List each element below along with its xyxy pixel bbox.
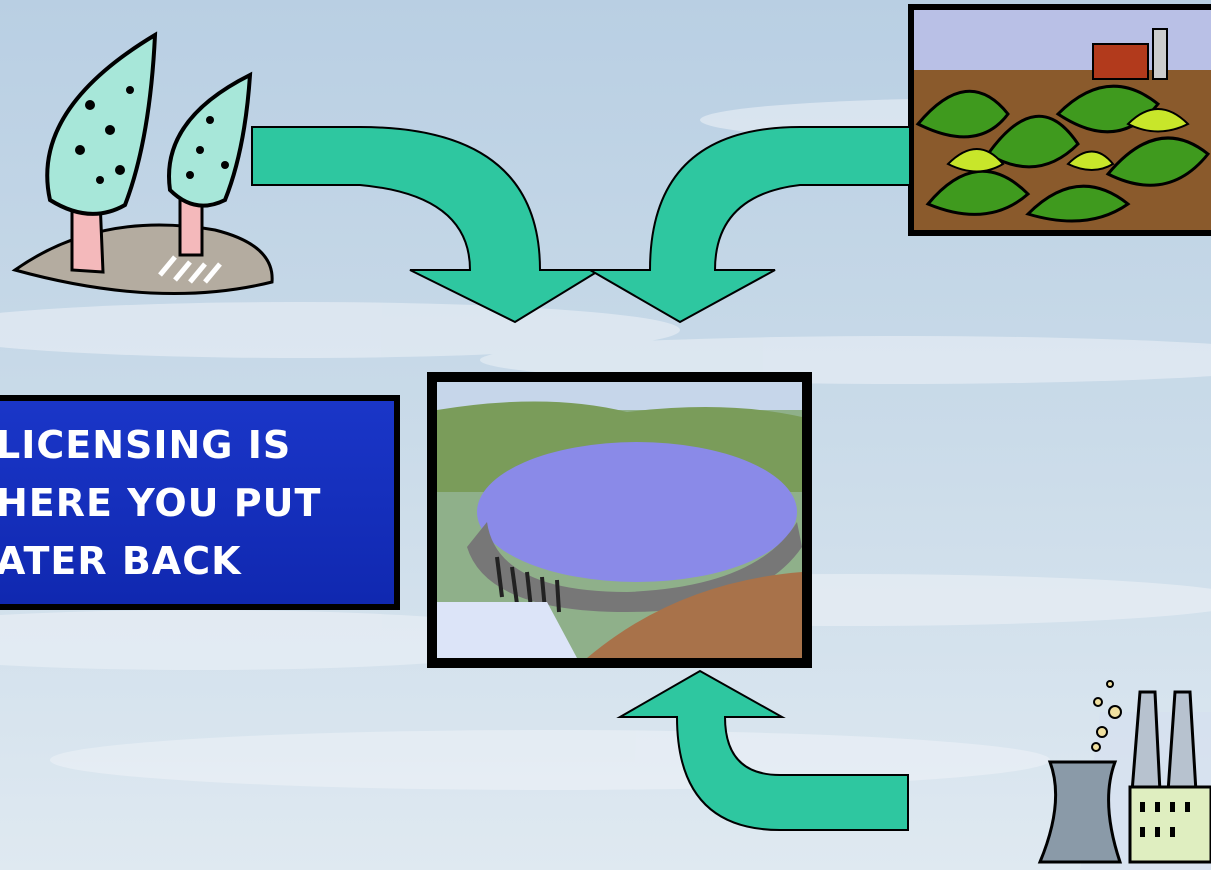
- arrow-farm-to-reservoir: [590, 127, 910, 322]
- callout-line-2: HERE YOU PUT: [0, 481, 321, 525]
- callout-line-1: LICENSING IS: [0, 423, 291, 467]
- arrow-trees-to-reservoir: [252, 127, 600, 322]
- arrow-factory-to-reservoir: [620, 671, 908, 830]
- callout-line-3: ATER BACK: [0, 539, 242, 583]
- licensing-callout: LICENSING IS HERE YOU PUT ATER BACK: [0, 395, 400, 610]
